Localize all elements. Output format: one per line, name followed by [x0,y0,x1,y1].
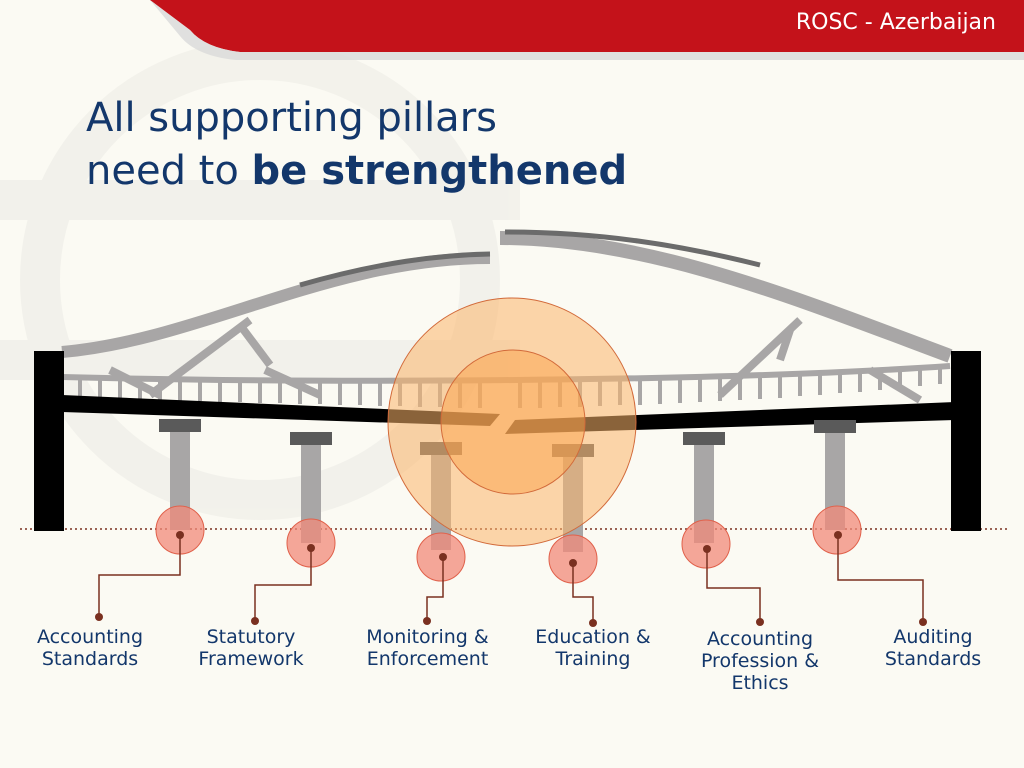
header-title: ROSC - Azerbaijan [796,10,996,35]
title-line-2-prefix: need to [86,148,252,194]
left-tower [34,351,64,531]
title-line-1: All supporting pillars [86,92,627,145]
slide-title: All supporting pillars need to be streng… [86,92,627,198]
right-tower [951,351,981,531]
title-line-2-bold: be strengthened [252,148,628,194]
title-line-2: need to be strengthened [86,145,627,198]
label-accounting-standards: Accounting Standards [20,626,160,670]
pillar-marker [813,506,861,554]
label-accounting-profession-ethics: Accounting Profession & Ethics [680,628,840,694]
label-statutory-framework: Statutory Framework [176,626,326,670]
leader-lines [99,535,923,623]
weak-point-highlight [388,298,636,546]
label-monitoring-enforcement: Monitoring & Enforcement [345,626,510,670]
label-auditing-standards: Auditing Standards [860,626,1006,670]
pillar-marker [682,520,730,568]
label-education-training: Education & Training [517,626,669,670]
